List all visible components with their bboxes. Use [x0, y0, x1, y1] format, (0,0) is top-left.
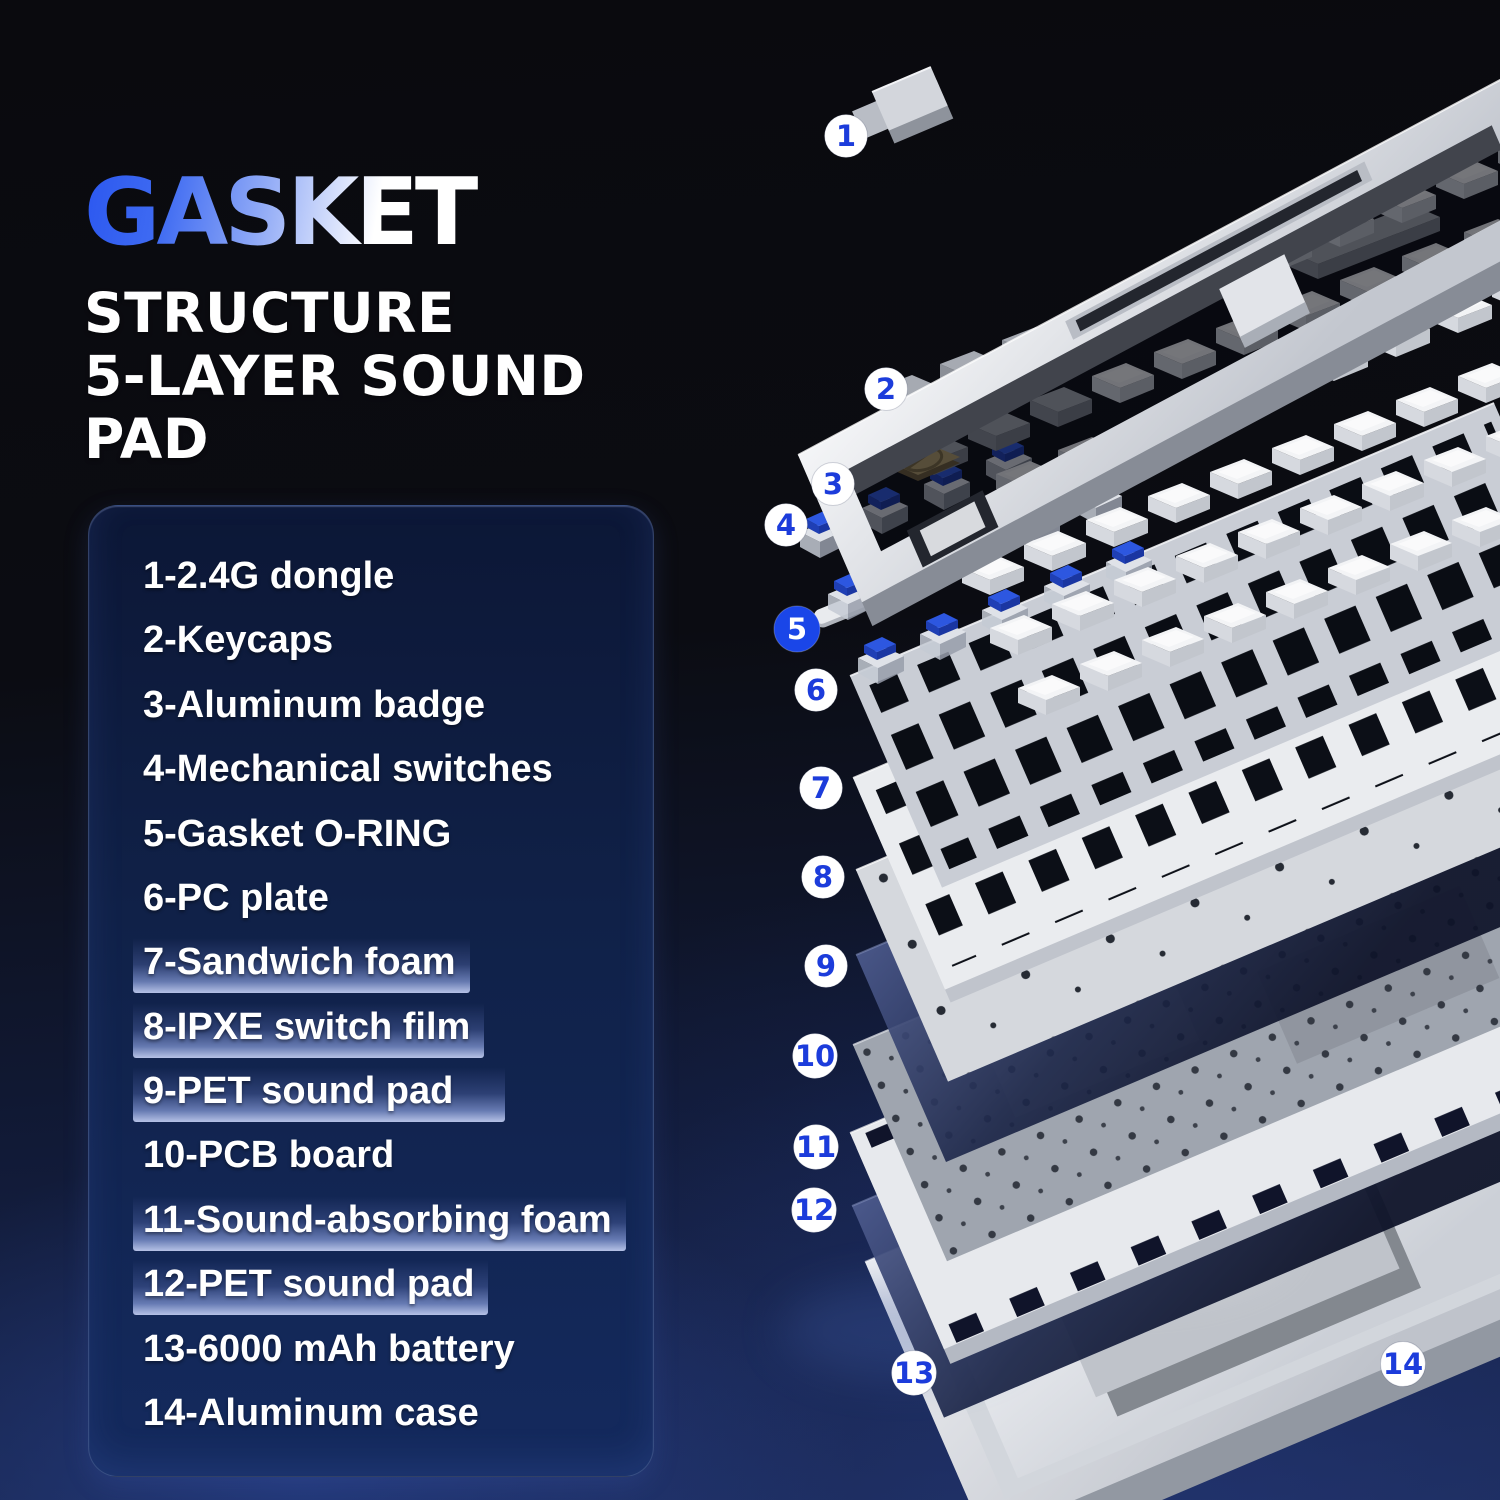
top-frame-layer [797, 73, 1500, 627]
svg-text:11: 11 [796, 1130, 836, 1164]
left-column: GASKET STRUCTURE 5-LAYER SOUND PAD [84, 165, 724, 470]
parts-list-panel: 1-2.4G dongle 2-Keycaps 3-Aluminum badge… [88, 505, 654, 1477]
brand-title: GASKET [84, 165, 724, 258]
list-item-14: 14-Aluminum case [143, 1391, 479, 1434]
badge-1: 1 [824, 114, 868, 158]
badge-7: 7 [799, 766, 843, 810]
svg-text:12: 12 [794, 1193, 834, 1227]
list-item-6: 6-PC plate [143, 876, 329, 919]
badge-11: 11 [793, 1124, 839, 1170]
badge-10: 10 [792, 1033, 838, 1079]
svg-text:2: 2 [876, 372, 896, 406]
svg-text:7: 7 [811, 771, 831, 805]
list-item-5: 5-Gasket O-RING [143, 812, 452, 855]
subtitle-line-1: STRUCTURE [84, 281, 456, 346]
svg-text:10: 10 [795, 1039, 835, 1073]
svg-text:5: 5 [787, 612, 807, 646]
dongle [852, 66, 954, 144]
list-item-11-highlighted: 11-Sound-absorbing foam [133, 1193, 633, 1251]
svg-text:13: 13 [894, 1356, 934, 1390]
svg-text:14: 14 [1383, 1347, 1423, 1381]
svg-text:6: 6 [806, 673, 826, 707]
badge-4: 4 [764, 503, 808, 547]
svg-text:9: 9 [816, 949, 836, 983]
list-item-4: 4-Mechanical switches [143, 748, 553, 791]
list-item-3: 3-Aluminum badge [143, 683, 486, 726]
badge-3: 3 [811, 462, 855, 506]
list-item-13: 13-6000 mAh battery [143, 1327, 515, 1370]
subtitle-line-2: 5-LAYER SOUND [84, 344, 586, 409]
list-item-2: 2-Keycaps [143, 619, 334, 662]
list-item-9-highlighted: 9-PET sound pad [133, 1065, 633, 1122]
badge-5-highlighted: 5 [773, 605, 821, 653]
list-item-8-highlighted: 8-IPXE switch film [133, 1000, 633, 1058]
svg-text:8: 8 [813, 860, 833, 894]
svg-text:3: 3 [823, 467, 843, 501]
svg-text:4: 4 [776, 508, 796, 542]
badge-13: 13 [891, 1350, 937, 1396]
badge-12: 12 [791, 1187, 837, 1233]
svg-text:1: 1 [836, 119, 856, 153]
badge-6: 6 [794, 668, 838, 712]
subtitle-line-3: PAD [84, 406, 209, 471]
subtitle: STRUCTURE 5-LAYER SOUND PAD [84, 282, 724, 470]
list-item-12-highlighted: 12-PET sound pad [133, 1258, 633, 1316]
parts-list: 1-2.4G dongle 2-Keycaps 3-Aluminum badge… [89, 506, 653, 1478]
list-item-10: 10-PCB board [143, 1134, 395, 1177]
list-item-1: 1-2.4G dongle [143, 555, 395, 597]
list-item-7-highlighted: 7-Sandwich foam [133, 936, 633, 994]
badge-14: 14 [1380, 1341, 1426, 1387]
badge-9: 9 [804, 944, 848, 988]
badge-8: 8 [801, 855, 845, 899]
badge-2: 2 [864, 367, 908, 411]
